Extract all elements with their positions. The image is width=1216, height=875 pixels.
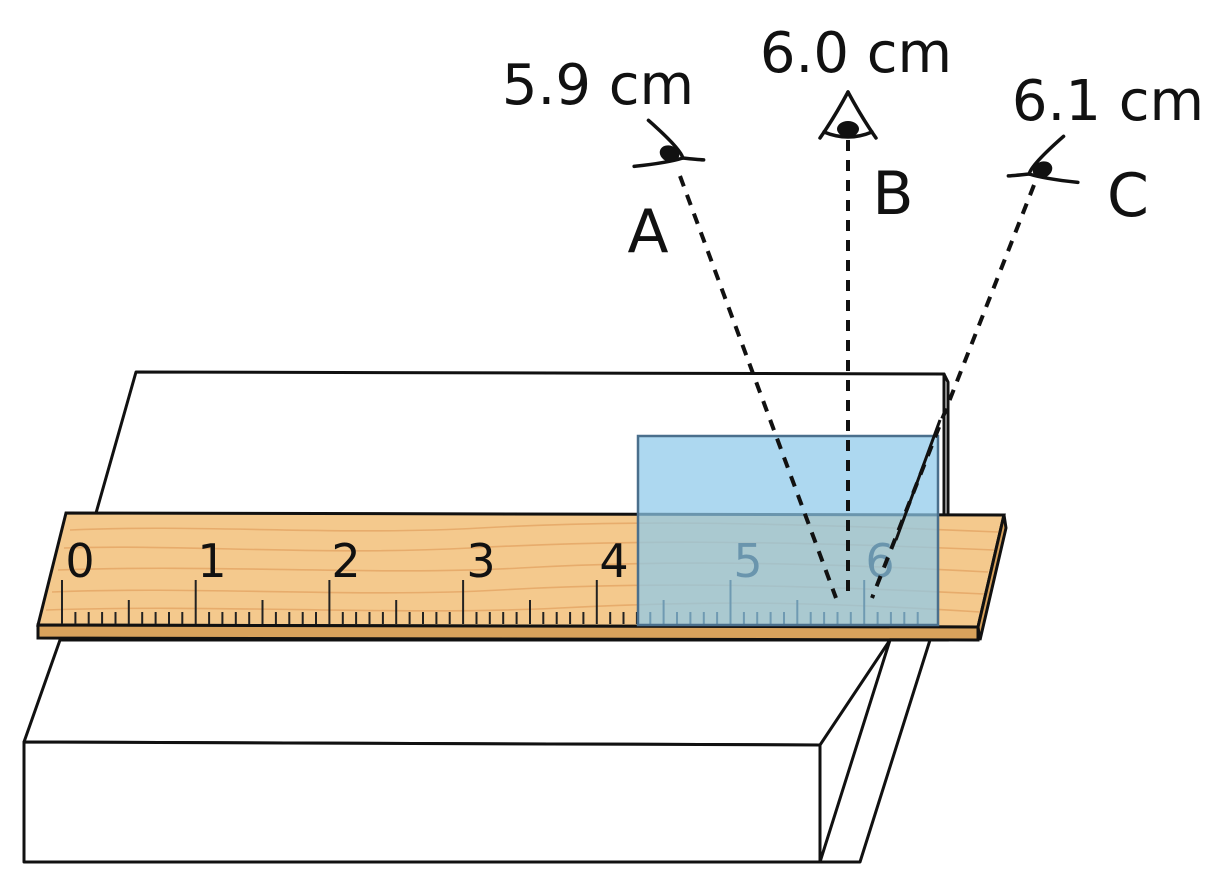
reading-c-label: 6.1 cm [1012, 69, 1204, 134]
viewer-b-label: B [872, 159, 913, 229]
sight-line-a [678, 175, 838, 599]
ruler-number-4: 4 [599, 534, 628, 588]
measured-object-edge-line [894, 419, 942, 541]
eye-b-icon [818, 90, 878, 140]
sight-line-c [870, 184, 1036, 599]
ruler-number-0: 0 [65, 534, 94, 588]
ruler-number-2: 2 [331, 534, 360, 588]
ruler-side-edge [976, 514, 1008, 641]
sight-lines [678, 140, 1036, 600]
ruler-number-3: 3 [466, 534, 495, 588]
base-block [22, 638, 932, 864]
ruler-front-edge [36, 623, 980, 642]
viewer-a-label: A [627, 197, 668, 267]
base-block-top [22, 638, 892, 747]
eye-c-icon [1006, 134, 1080, 185]
base-block-front [22, 740, 822, 864]
eye-a-icon [632, 118, 706, 169]
reading-a-label: 5.9 cm [502, 53, 694, 118]
reading-b-label: 6.0 cm [760, 21, 952, 86]
ruler-number-1: 1 [197, 534, 226, 588]
viewer-c-label: C [1107, 161, 1149, 231]
